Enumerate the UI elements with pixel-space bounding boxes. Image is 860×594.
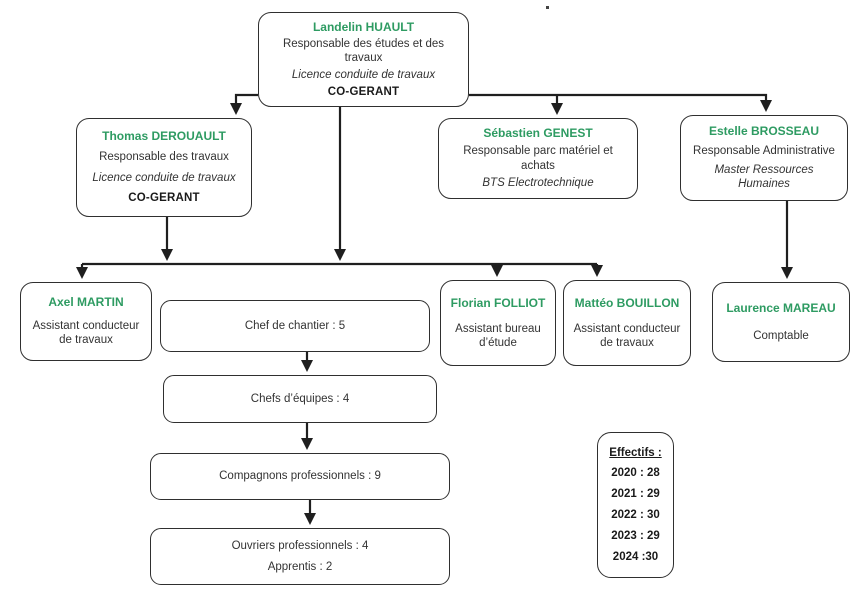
person-role: Comptable [753,330,809,343]
person-role: Responsable Administrative [693,144,835,157]
org-node-estelle-brosseau: Estelle BROSSEAU Responsable Administrat… [680,115,848,201]
person-status: CO-GERANT [327,86,400,99]
person-name: Landelin HUAULT [312,19,415,34]
person-name: Laurence MAREAU [726,300,836,315]
person-role: Responsable parc matériel et achats [463,145,613,172]
org-node-thomas-derouault: Thomas DEROUAULT Responsable des travaux… [76,118,252,217]
person-name: Thomas DEROUAULT [102,129,226,144]
effectifs-row-2024: 2024 :30 [612,551,659,564]
person-name: Axel MARTIN [48,295,124,310]
person-role: Assistant bureau d’étude [455,322,541,349]
person-role: Responsable des travaux [99,151,229,164]
person-status: CO-GERANT [128,192,200,205]
org-node-landelin-huault: Landelin HUAULT Responsable des études e… [258,12,469,107]
person-name: Mattéo BOUILLON [574,295,680,310]
org-node-sebastien-genest: Sébastien GENEST Responsable parc matéri… [438,118,638,199]
person-qualification: BTS Electrotechnique [482,177,594,190]
person-qualification: Master Ressources Humaines [714,163,814,191]
connector-landelin-to-thomas [230,93,258,115]
connector-landelin-to-estelle [469,93,772,112]
effectifs-panel: Effectifs : 2020 : 28 2021 : 29 2022 : 3… [597,432,674,578]
stray-mark [546,6,549,9]
org-node-compagnons-professionnels: Compagnons professionnels : 9 [150,453,450,500]
person-role: Responsable des études et des travaux [282,38,445,65]
person-role: Assistant conducteur de travaux [32,319,140,347]
person-qualification: Licence conduite de travaux [291,69,436,82]
org-node-laurence-mareau: Laurence MAREAU Comptable [712,282,850,362]
effectifs-title: Effectifs : [609,446,662,459]
person-name: Sébastien GENEST [483,126,593,141]
effectifs-row-2020: 2020 : 28 [611,467,660,480]
org-node-florian-folliot: Florian FOLLIOT Assistant bureau d’étude [440,280,556,366]
group-label: Chef de chantier : 5 [244,319,346,332]
org-node-ouvriers-apprentis: Ouvriers professionnels : 4 Apprentis : … [150,528,450,585]
group-label: Chefs d’équipes : 4 [250,392,350,405]
group-label-line2: Apprentis : 2 [267,560,333,573]
group-label: Compagnons professionnels : 9 [219,470,381,483]
effectifs-row-2023: 2023 : 29 [611,530,660,543]
person-qualification: Licence conduite de travaux [92,171,236,184]
effectifs-row-2021: 2021 : 29 [611,488,660,501]
org-node-chef-de-chantier: Chef de chantier : 5 [160,300,430,352]
group-label-line1: Ouvriers professionnels : 4 [231,540,369,553]
org-node-matteo-bouillon: Mattéo BOUILLON Assistant conducteur de … [563,280,691,366]
org-node-axel-martin: Axel MARTIN Assistant conducteur de trav… [20,282,152,361]
person-name: Estelle BROSSEAU [708,124,820,139]
effectifs-row-2022: 2022 : 30 [611,509,660,522]
person-role: Assistant conducteur de travaux [573,322,681,349]
org-node-chefs-d-equipes: Chefs d’équipes : 4 [163,375,437,423]
person-name: Florian FOLLIOT [450,295,546,310]
